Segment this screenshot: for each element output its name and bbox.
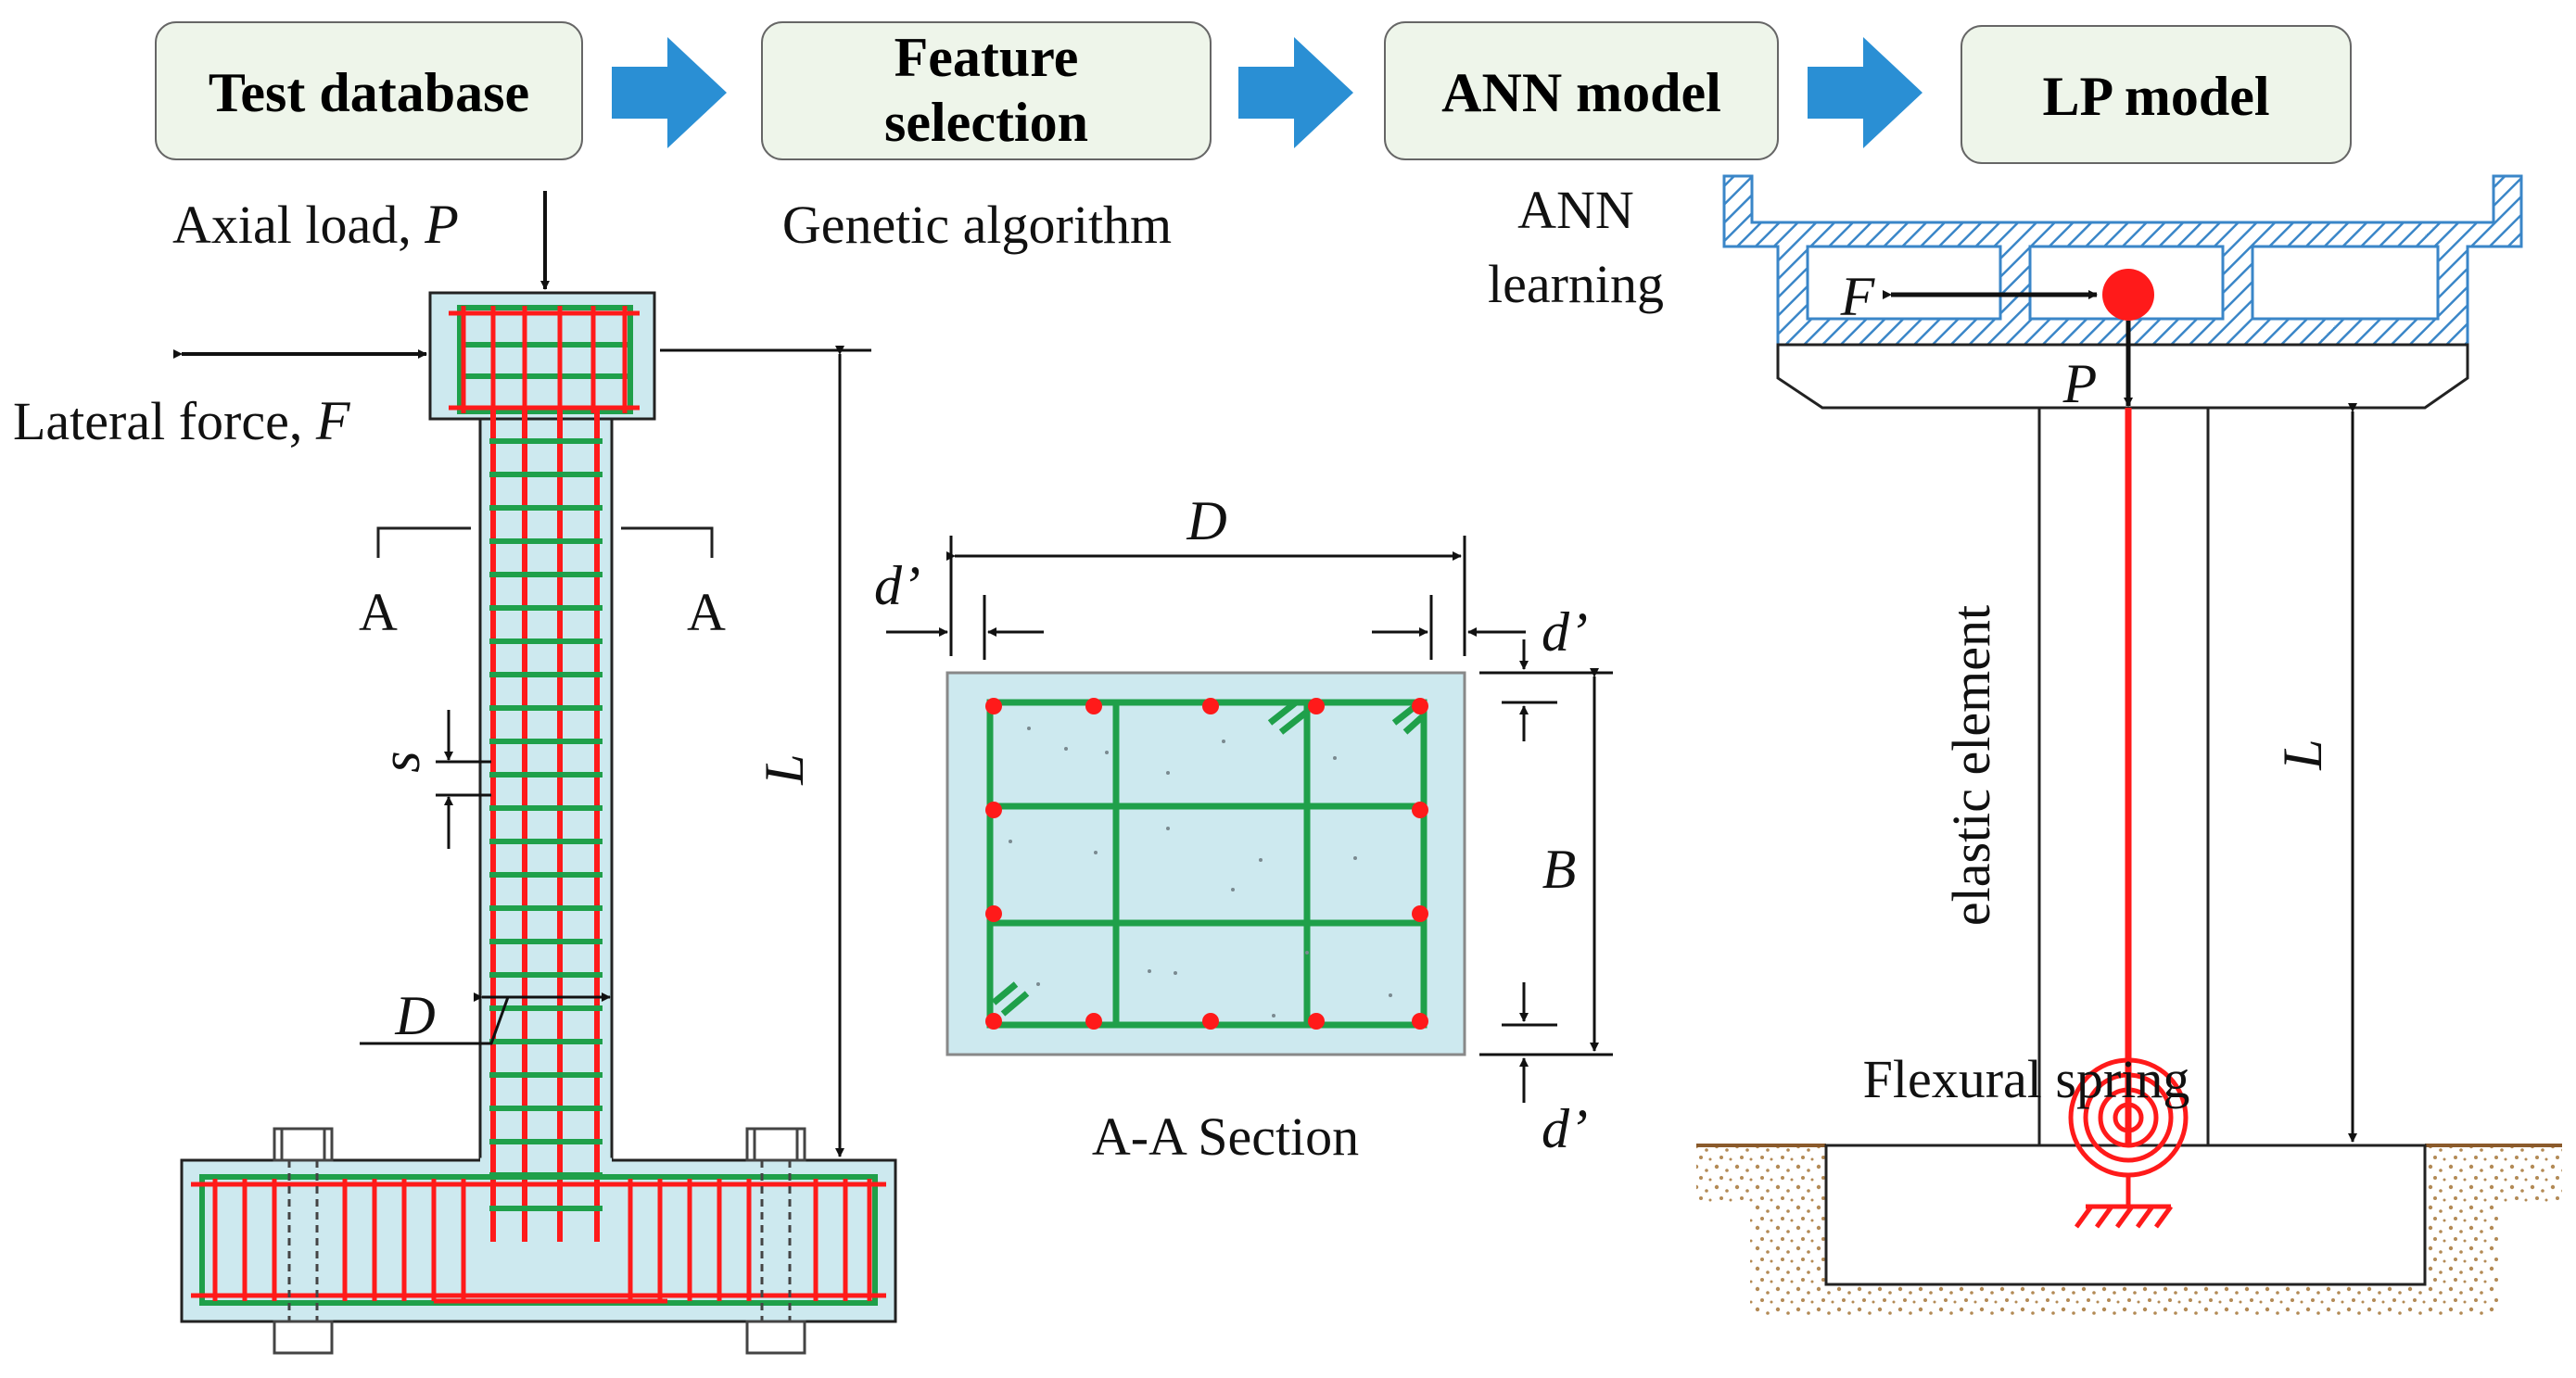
section-width-dimension (886, 536, 1526, 660)
flow-step-test-database: Test database (155, 21, 583, 160)
section-mark-left: A (359, 582, 398, 642)
section-title: A-A Section (1092, 1106, 1359, 1167)
flow-step-feature-selection: Feature selection (761, 21, 1212, 160)
lp-axial-symbol: P (2062, 353, 2098, 414)
column-length-symbol: L (754, 753, 815, 785)
footing-rebar (191, 1174, 886, 1306)
spacing-symbol: s (370, 751, 431, 772)
cross-section (945, 671, 1466, 1056)
flow-step-ann-model: ANN model (1384, 21, 1779, 160)
bridge-deck (1722, 174, 2523, 410)
section-mark-right: A (687, 582, 726, 642)
flow-step-lp-model-label: LP model (2042, 66, 2269, 127)
flow-step-test-database-label: Test database (209, 62, 529, 123)
column-depth-symbol: D (394, 985, 435, 1046)
flow-arrow-1 (612, 37, 727, 148)
elastic-element-label: elastic element (1941, 605, 2001, 926)
ann-note-line1: ANN (1517, 180, 1634, 240)
flow-arrow-3 (1808, 37, 1922, 148)
ann-note-line2: learning (1488, 254, 1664, 314)
flow-step-ann-model-label: ANN model (1441, 62, 1721, 123)
flow-step-lp-model: LP model (1961, 25, 2352, 164)
lp-force-symbol: F (1840, 266, 1876, 327)
lateral-force-label: Lateral force, F (13, 390, 351, 451)
section-breadth-symbol: B (1542, 839, 1577, 900)
column-depth-dimension (360, 992, 611, 1045)
section-rebars (985, 698, 1428, 1030)
axial-load-label: Axial load, P (172, 194, 459, 255)
section-cover-right: d’ (1542, 601, 1588, 663)
column-elevation (180, 291, 897, 1355)
column-longitudinal-bars (490, 408, 600, 1242)
anchor-bolt-right (745, 1127, 806, 1355)
genetic-algorithm-note: Genetic algorithm (782, 195, 1172, 255)
section-cover-left: d’ (874, 555, 920, 616)
flow-step-selection-label: selection (884, 92, 1088, 153)
column-length-dimension (660, 346, 871, 1157)
section-cut-marks (376, 526, 714, 558)
section-cover-bottom: d’ (1542, 1098, 1588, 1159)
mass-node (2102, 269, 2154, 321)
flow-step-feature-label: Feature (895, 27, 1079, 88)
section-breadth-dimension (1479, 639, 1613, 1103)
column-stirrups (489, 438, 603, 1211)
flexural-spring-icon (2068, 1057, 2189, 1229)
head-rebar (449, 305, 640, 414)
foundation (1696, 1144, 2562, 1316)
pier (2037, 408, 2210, 1145)
section-width-symbol: D (1186, 490, 1226, 551)
spacing-dimension (436, 710, 491, 849)
flow-arrow-2 (1238, 37, 1353, 148)
lp-length-symbol: L (2272, 739, 2333, 770)
flexural-spring-label: Flexural spring (1863, 1049, 2190, 1109)
anchor-bolt-left (273, 1127, 334, 1355)
